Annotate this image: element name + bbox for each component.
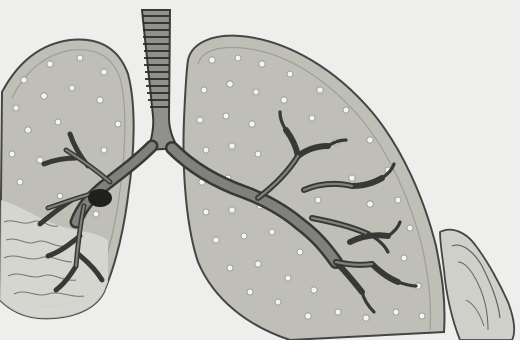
lungs-illustration xyxy=(0,0,520,340)
print-grain-overlay xyxy=(0,0,520,340)
